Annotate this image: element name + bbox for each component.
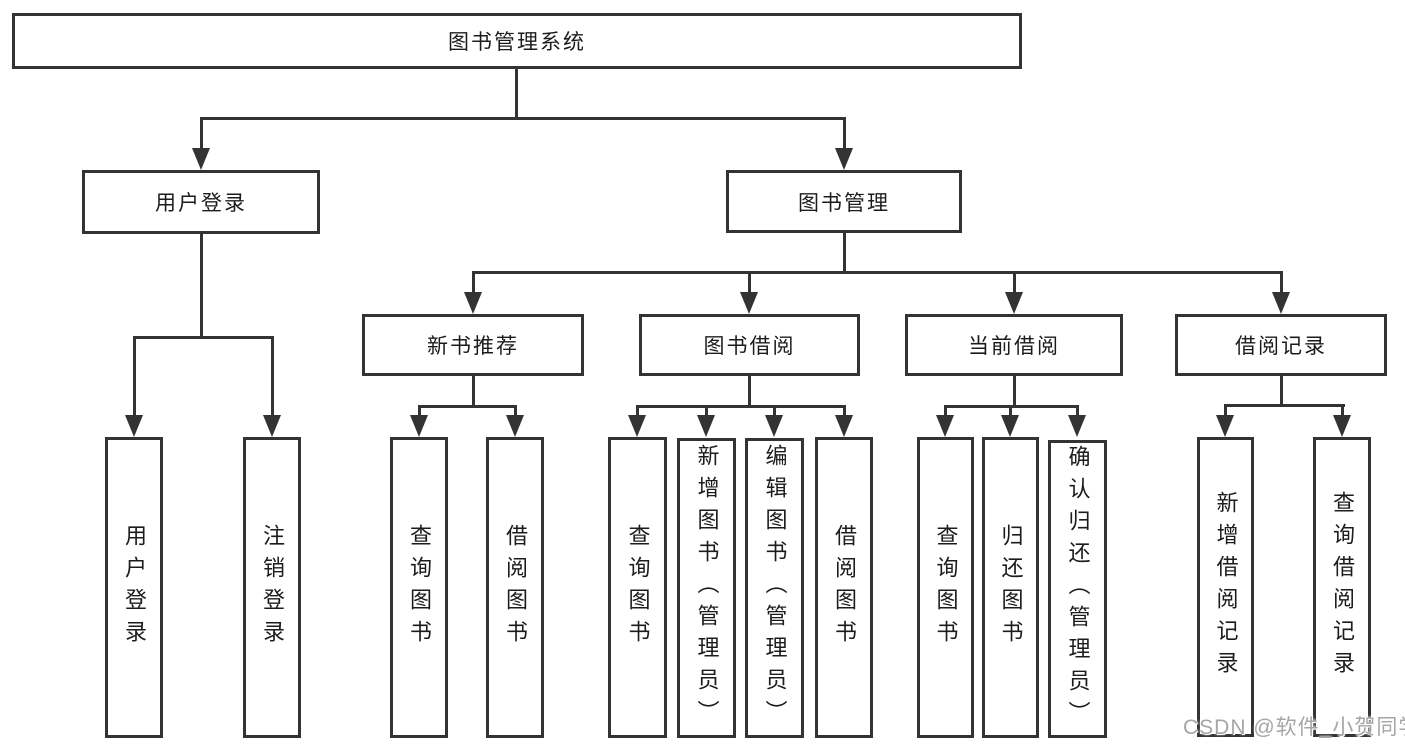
arrowhead-down	[835, 415, 853, 437]
connector	[843, 117, 846, 151]
node-label: 查询图书	[407, 523, 432, 652]
connector	[843, 405, 846, 417]
node-label: 注销登录	[260, 523, 285, 652]
node-label: 编辑图书（管理员）	[762, 444, 788, 732]
node-label: 借阅图书	[503, 523, 528, 652]
node-label: 借阅记录	[1235, 335, 1327, 358]
arrowhead-down	[765, 415, 783, 437]
leaf-br-query-record: 查询借阅记录	[1313, 437, 1371, 737]
leaf-logout: 注销登录	[243, 437, 301, 738]
connector	[472, 271, 1283, 274]
arrowhead-down	[464, 292, 482, 314]
arrowhead-down	[1068, 415, 1086, 437]
connector	[418, 405, 517, 408]
connector	[1076, 405, 1079, 417]
node-label: 用户登录	[155, 192, 247, 215]
arrowhead-down	[1001, 415, 1019, 437]
arrowhead-down	[740, 292, 758, 314]
connector	[200, 117, 203, 151]
connector	[514, 405, 517, 417]
connector	[773, 405, 776, 417]
arrowhead-down	[697, 415, 715, 437]
leaf-bb-query-book: 查询图书	[608, 437, 667, 738]
connector	[133, 336, 274, 339]
arrowhead-down	[1272, 292, 1290, 314]
connector	[472, 375, 475, 408]
arrowhead-down	[410, 415, 428, 437]
connector	[1341, 404, 1344, 417]
node-book-management: 图书管理	[726, 170, 962, 233]
node-library-system: 图书管理系统	[12, 13, 1022, 69]
connector	[636, 405, 846, 408]
arrowhead-down	[506, 415, 524, 437]
leaf-bb-borrow-book: 借阅图书	[815, 437, 873, 738]
connector	[705, 405, 708, 417]
leaf-rec-borrow-book: 借阅图书	[486, 437, 544, 738]
connector	[200, 233, 203, 339]
leaf-cb-confirm-return-admin: 确认归还（管理员）	[1048, 440, 1107, 738]
leaf-br-add-record: 新增借阅记录	[1197, 437, 1254, 737]
node-borrow-record: 借阅记录	[1175, 314, 1387, 376]
arrowhead-down	[1333, 415, 1351, 437]
leaf-rec-query-book: 查询图书	[390, 437, 448, 738]
node-label: 确认归还（管理员）	[1065, 445, 1091, 733]
node-label: 查询图书	[625, 523, 651, 652]
connector	[271, 336, 274, 417]
connector	[200, 117, 846, 120]
connector	[1280, 375, 1283, 407]
leaf-cb-query-book: 查询图书	[917, 437, 974, 738]
connector	[1009, 405, 1012, 417]
csdn-watermark: CSDN @软件_小贺同学	[1183, 716, 1405, 739]
connector	[1224, 404, 1345, 407]
arrowhead-down	[628, 415, 646, 437]
node-current-borrow: 当前借阅	[905, 314, 1123, 376]
node-label: 查询借阅记录	[1330, 491, 1355, 683]
node-label: 新增借阅记录	[1213, 491, 1239, 683]
connector	[1224, 404, 1227, 417]
arrowhead-down	[125, 415, 143, 437]
connector	[133, 336, 136, 417]
leaf-cb-return-book: 归还图书	[982, 437, 1039, 738]
arrowhead-down	[263, 415, 281, 437]
connector	[418, 405, 421, 417]
node-label: 归还图书	[998, 523, 1024, 652]
node-label: 图书管理系统	[448, 31, 586, 54]
arrowhead-down	[192, 148, 210, 170]
node-label: 查询图书	[933, 523, 959, 652]
leaf-bb-add-book-admin: 新增图书（管理员）	[677, 438, 736, 738]
node-label: 用户登录	[122, 523, 147, 652]
node-new-book-recommend: 新书推荐	[362, 314, 584, 376]
connector	[636, 405, 639, 417]
connector	[472, 271, 475, 295]
arrowhead-down	[936, 415, 954, 437]
connector	[944, 405, 947, 417]
node-user-login: 用户登录	[82, 170, 320, 234]
node-label: 新书推荐	[427, 335, 519, 358]
arrowhead-down	[1216, 415, 1234, 437]
connector	[1013, 375, 1016, 408]
arrowhead-down	[1005, 292, 1023, 314]
connector	[1013, 271, 1016, 295]
connector	[1280, 271, 1283, 295]
node-label: 新增图书（管理员）	[694, 444, 720, 732]
node-label: 当前借阅	[968, 335, 1060, 358]
node-label: 借阅图书	[832, 523, 857, 652]
node-book-borrow: 图书借阅	[639, 314, 860, 376]
leaf-bb-edit-book-admin: 编辑图书（管理员）	[745, 438, 804, 738]
node-label: 图书管理	[798, 191, 890, 215]
connector	[843, 232, 846, 274]
connector	[515, 68, 518, 120]
connector	[748, 375, 751, 408]
leaf-user-login: 用户登录	[105, 437, 163, 738]
connector	[748, 271, 751, 295]
arrowhead-down	[835, 148, 853, 170]
node-label: 图书借阅	[703, 335, 796, 358]
